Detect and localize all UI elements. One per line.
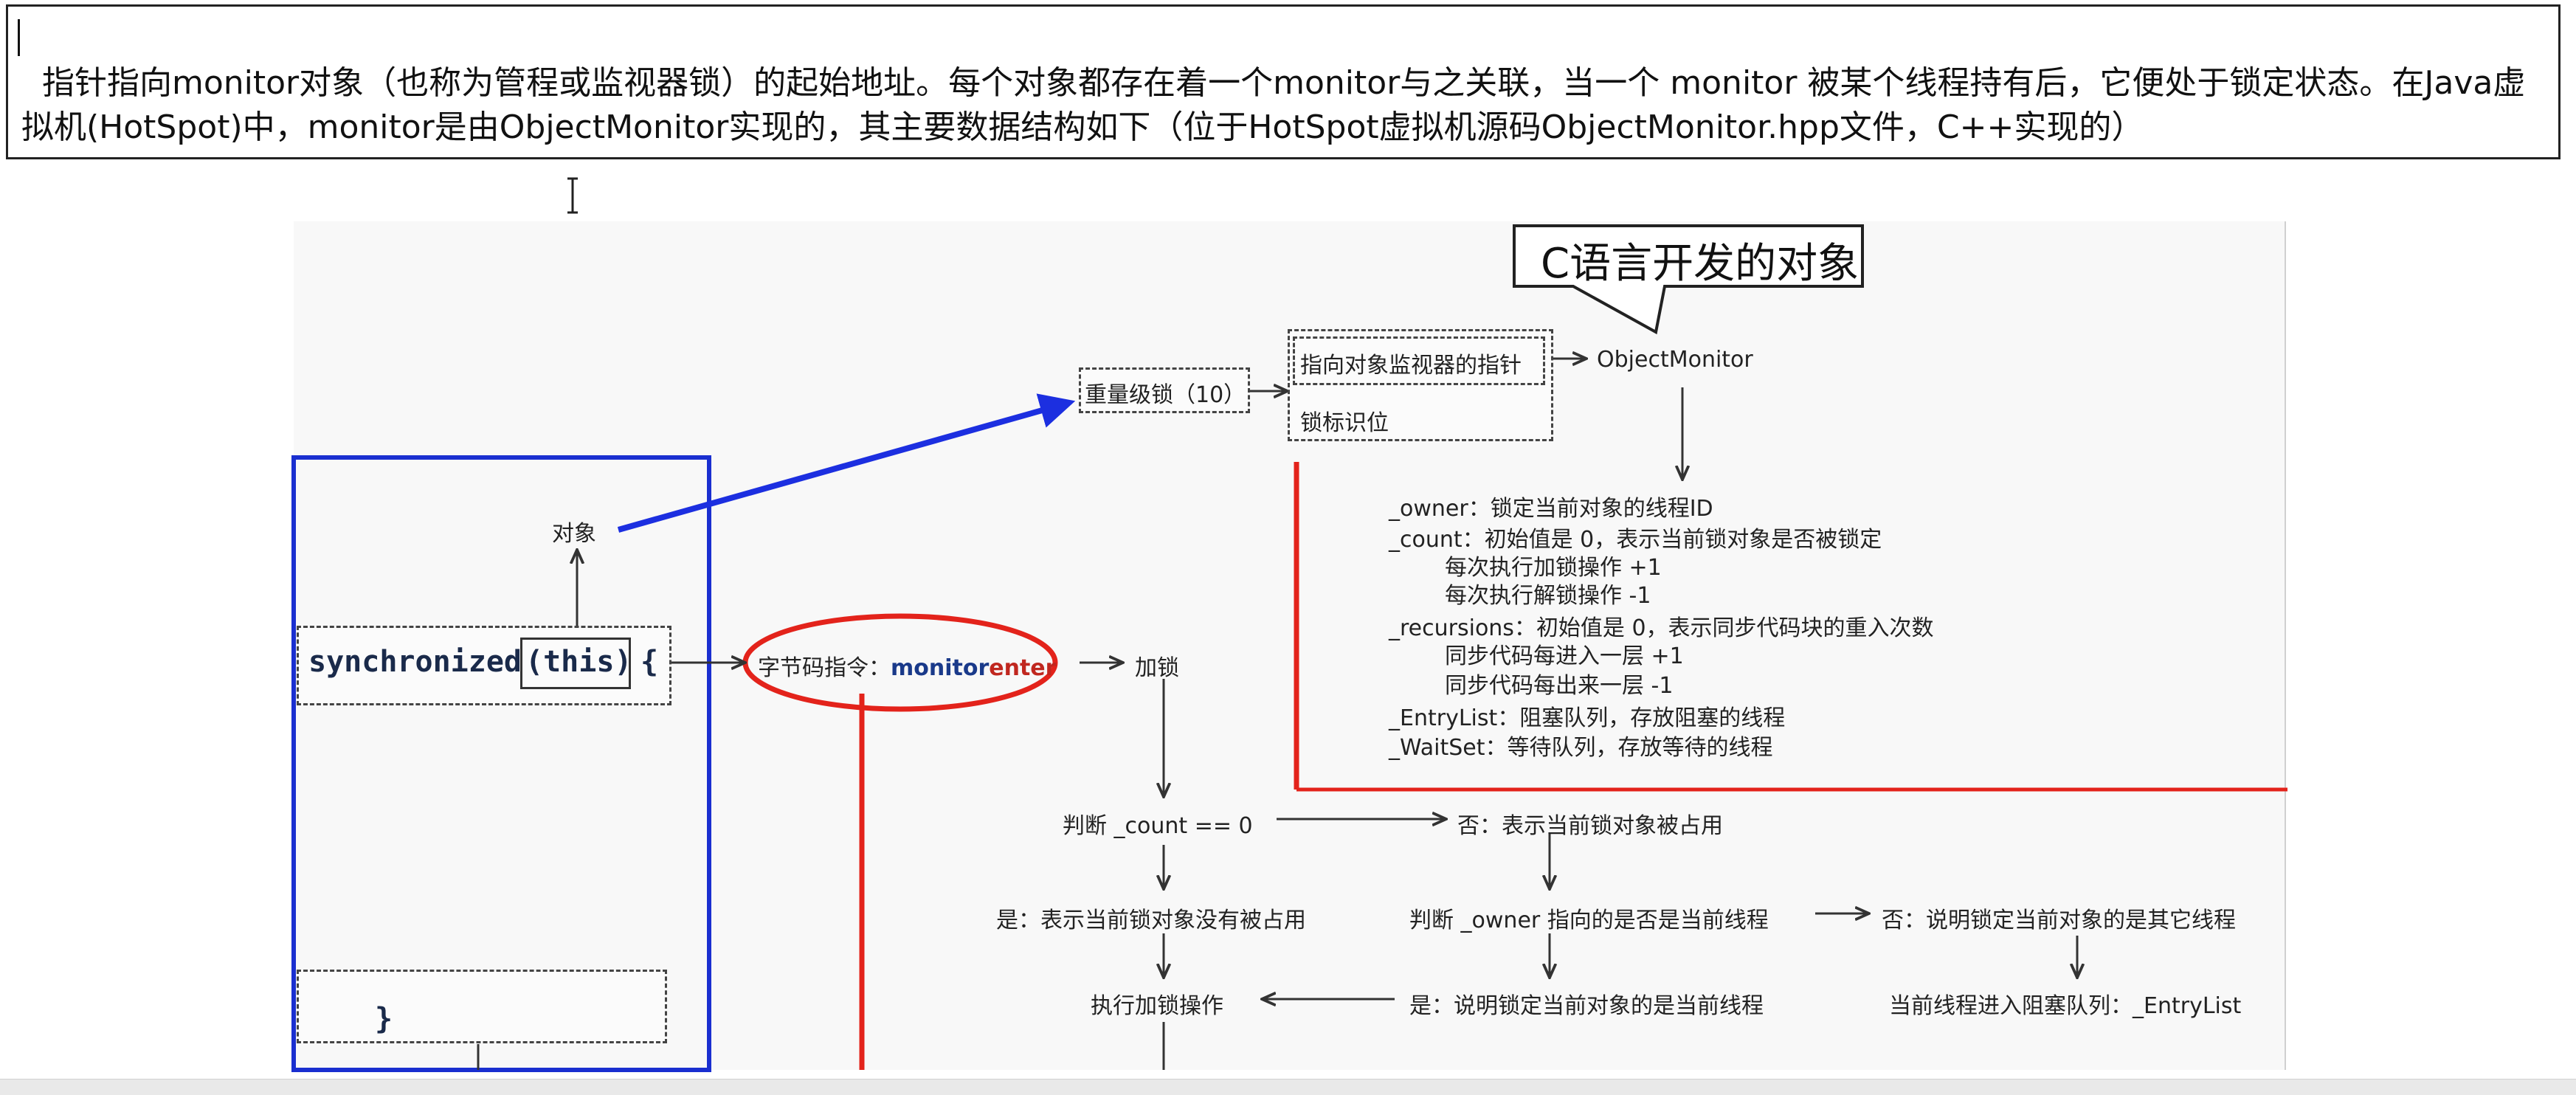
bottom-scrollbar[interactable] — [0, 1079, 2576, 1095]
close-brace: } — [375, 1002, 393, 1036]
text-caret — [18, 19, 20, 56]
field-waitset: _WaitSet：等待队列，存放等待的线程 — [1389, 735, 1773, 761]
open-brace: { — [640, 645, 659, 679]
bytecode-enter: enter — [989, 655, 1057, 681]
this-box — [520, 638, 631, 689]
object-label: 对象 — [552, 521, 596, 547]
monitor-pointer-label: 指向对象监视器的指针 — [1300, 353, 1522, 379]
field-recursions: _recursions：初始值是 0，表示同步代码块的重入次数 — [1389, 615, 1934, 641]
callout-label: C语言开发的对象 — [1541, 240, 1860, 288]
field-count-lock: 每次执行加锁操作 +1 — [1445, 555, 1662, 581]
lock-flag-label: 锁标识位 — [1300, 410, 1389, 436]
check-count-label: 判断 _count == 0 — [1063, 813, 1253, 839]
lock-action-label: 加锁 — [1135, 655, 1179, 681]
count-yes-label: 是：表示当前锁对象没有被占用 — [996, 908, 1306, 933]
close-brace-box — [297, 970, 667, 1043]
owner-no-label: 否：说明锁定当前对象的是其它线程 — [1882, 908, 2236, 933]
field-entrylist: _EntryList：阻塞队列，存放阻塞的线程 — [1389, 705, 1786, 731]
field-recursions-enter: 同步代码每进入一层 +1 — [1445, 643, 1684, 669]
heavy-lock-box — [1079, 367, 1250, 413]
this-keyword: (this) — [525, 645, 632, 679]
bytecode-monitor: monitor — [891, 655, 990, 681]
bytecode-instruction: 字节码指令：monitorenter — [758, 649, 1056, 682]
heavy-lock-label: 重量级锁（10） — [1085, 382, 1246, 408]
check-owner-label: 判断 _owner 指向的是否是当前线程 — [1409, 908, 1769, 933]
bytecode-prefix: 字节码指令： — [758, 655, 891, 681]
description-textbox[interactable]: 指针指向monitor对象（也称为管程或监视器锁）的起始地址。每个对象都存在着一… — [6, 4, 2561, 159]
owner-yes-label: 是：说明锁定当前对象的是当前线程 — [1409, 993, 1764, 1019]
field-count-unlock: 每次执行解锁操作 -1 — [1445, 583, 1651, 609]
enter-queue-label: 当前线程进入阻塞队列：_EntryList — [1889, 993, 2242, 1019]
monitor-pointer-box — [1293, 336, 1545, 385]
field-count: _count：初始值是 0，表示当前锁对象是否被锁定 — [1389, 527, 1882, 553]
do-lock-label: 执行加锁操作 — [1091, 993, 1223, 1019]
object-monitor-label: ObjectMonitor — [1597, 347, 1753, 373]
field-owner: _owner：锁定当前对象的线程ID — [1389, 496, 1713, 522]
field-recursions-exit: 同步代码每出来一层 -1 — [1445, 673, 1674, 699]
description-text: 指针指向monitor对象（也称为管程或监视器锁）的起始地址。每个对象都存在着一… — [21, 64, 2526, 146]
ibeam-cursor-icon — [567, 177, 578, 214]
synchronized-keyword: synchronized — [308, 645, 522, 679]
count-no-label: 否：表示当前锁对象被占用 — [1457, 813, 1723, 839]
